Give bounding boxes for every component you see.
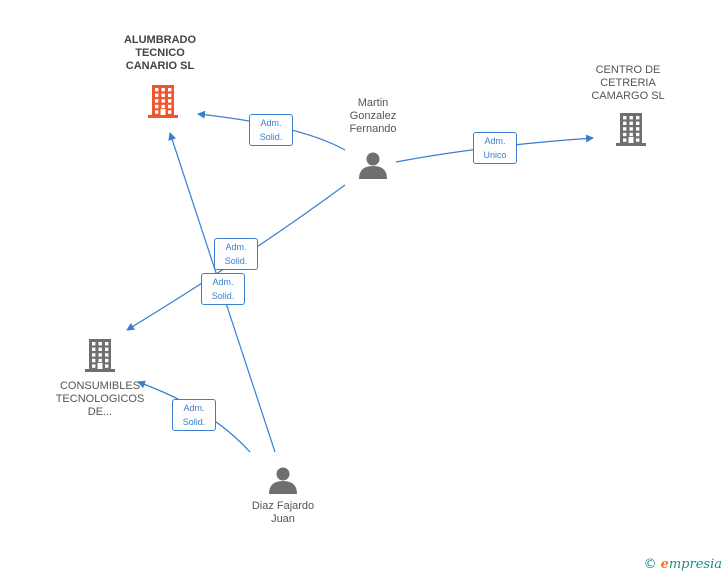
brand-logo-initial: e <box>660 557 669 572</box>
centro-building-icon[interactable] <box>616 113 646 146</box>
consumibles-building-icon[interactable] <box>85 339 115 372</box>
edge-label-diaz-consumibles: Adm. Solid. <box>172 399 216 431</box>
copyright-footer: ©empresia <box>644 557 722 572</box>
martin-person-icon[interactable] <box>359 152 387 180</box>
edge-label-diaz-alumbrado: Adm. Solid. <box>201 273 245 305</box>
diaz-person-icon[interactable] <box>269 467 297 495</box>
alumbrado-node-label[interactable]: ALUMBRADO TECNICO CANARIO SL <box>123 34 197 72</box>
edge-label-martin-alumbrado: Adm. Solid. <box>249 114 293 146</box>
edge-label-martin-consumibles: Adm. Solid. <box>214 238 258 270</box>
alumbrado-building-icon[interactable] <box>148 85 178 118</box>
edge-label-martin-centro: Adm. Unico <box>473 132 517 164</box>
centro-node-label[interactable]: CENTRO DE CETRERIA CAMARGO SL <box>591 64 665 102</box>
consumibles-node-label[interactable]: CONSUMIBLES TECNOLOGICOS DE... <box>55 380 145 418</box>
martin-node-label[interactable]: Martin Gonzalez Fernando <box>349 97 397 135</box>
diaz-node-label[interactable]: Diaz Fajardo Juan <box>251 500 315 525</box>
brand-logo-text: mpresia <box>668 557 722 572</box>
copyright-icon: © <box>643 557 657 572</box>
